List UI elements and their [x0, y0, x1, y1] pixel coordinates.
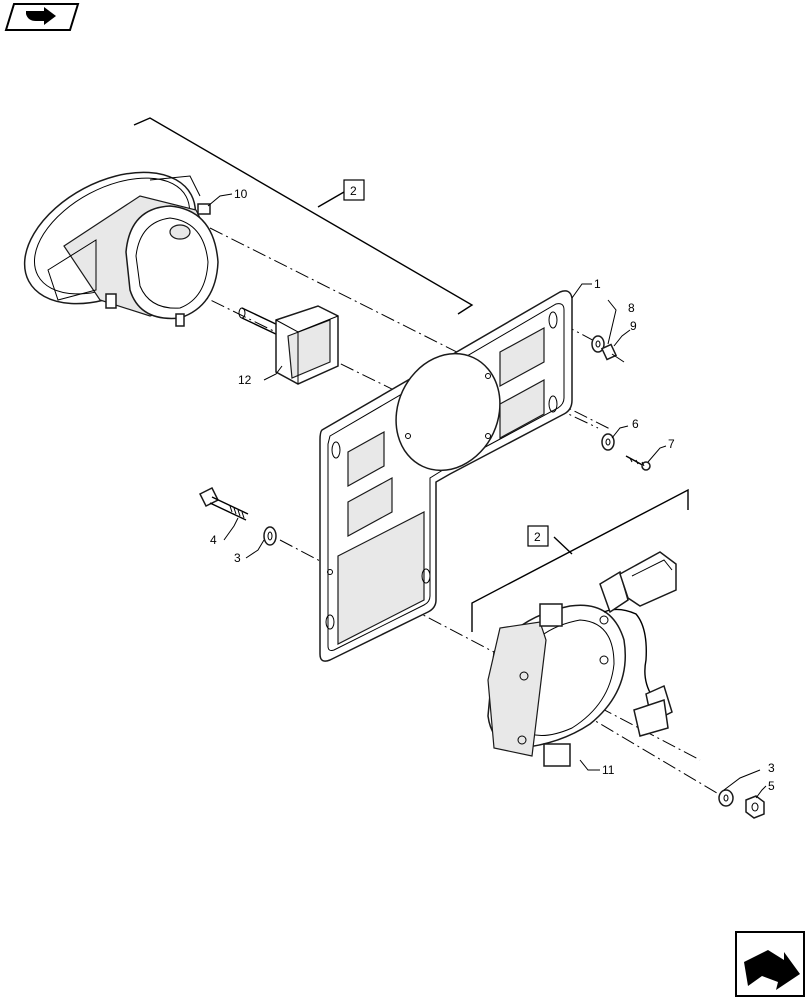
bolt-4 [198, 486, 249, 521]
leader-lines [207, 193, 767, 799]
callout-4: 4 [210, 533, 217, 547]
callout-8: 8 [628, 301, 635, 315]
washer-3-left [263, 526, 277, 546]
callout-12: 12 [238, 373, 252, 387]
washer-8 [591, 335, 605, 353]
callout-3-right: 3 [768, 761, 775, 775]
headlamp [23, 171, 219, 327]
callout-2-top: 2 [350, 184, 357, 198]
screw-7 [625, 455, 651, 471]
callout-10: 10 [234, 187, 248, 201]
bulb-socket [238, 305, 339, 385]
callout-2-bottom: 2 [534, 530, 541, 544]
nut-5 [745, 795, 765, 819]
callout-box-2-top [343, 179, 365, 201]
mounting-plate [319, 290, 573, 662]
washer-3-right [718, 789, 734, 807]
bracket-group-bottom [471, 488, 689, 632]
callout-6: 6 [632, 417, 639, 431]
callout-1: 1 [594, 277, 601, 291]
callout-9: 9 [630, 319, 637, 333]
callout-5: 5 [768, 779, 775, 793]
book-arrow-icon[interactable] [4, 3, 80, 31]
washer-6 [601, 433, 615, 451]
screw-9 [600, 343, 625, 363]
callout-11: 11 [602, 763, 615, 777]
bracket-group-top [133, 117, 474, 315]
work-lamp-unit [487, 551, 677, 767]
callout-7: 7 [668, 437, 675, 451]
callout-box-2-bottom [527, 525, 549, 547]
callout-3-left: 3 [234, 551, 241, 565]
next-page-arrow-icon[interactable] [735, 931, 805, 997]
